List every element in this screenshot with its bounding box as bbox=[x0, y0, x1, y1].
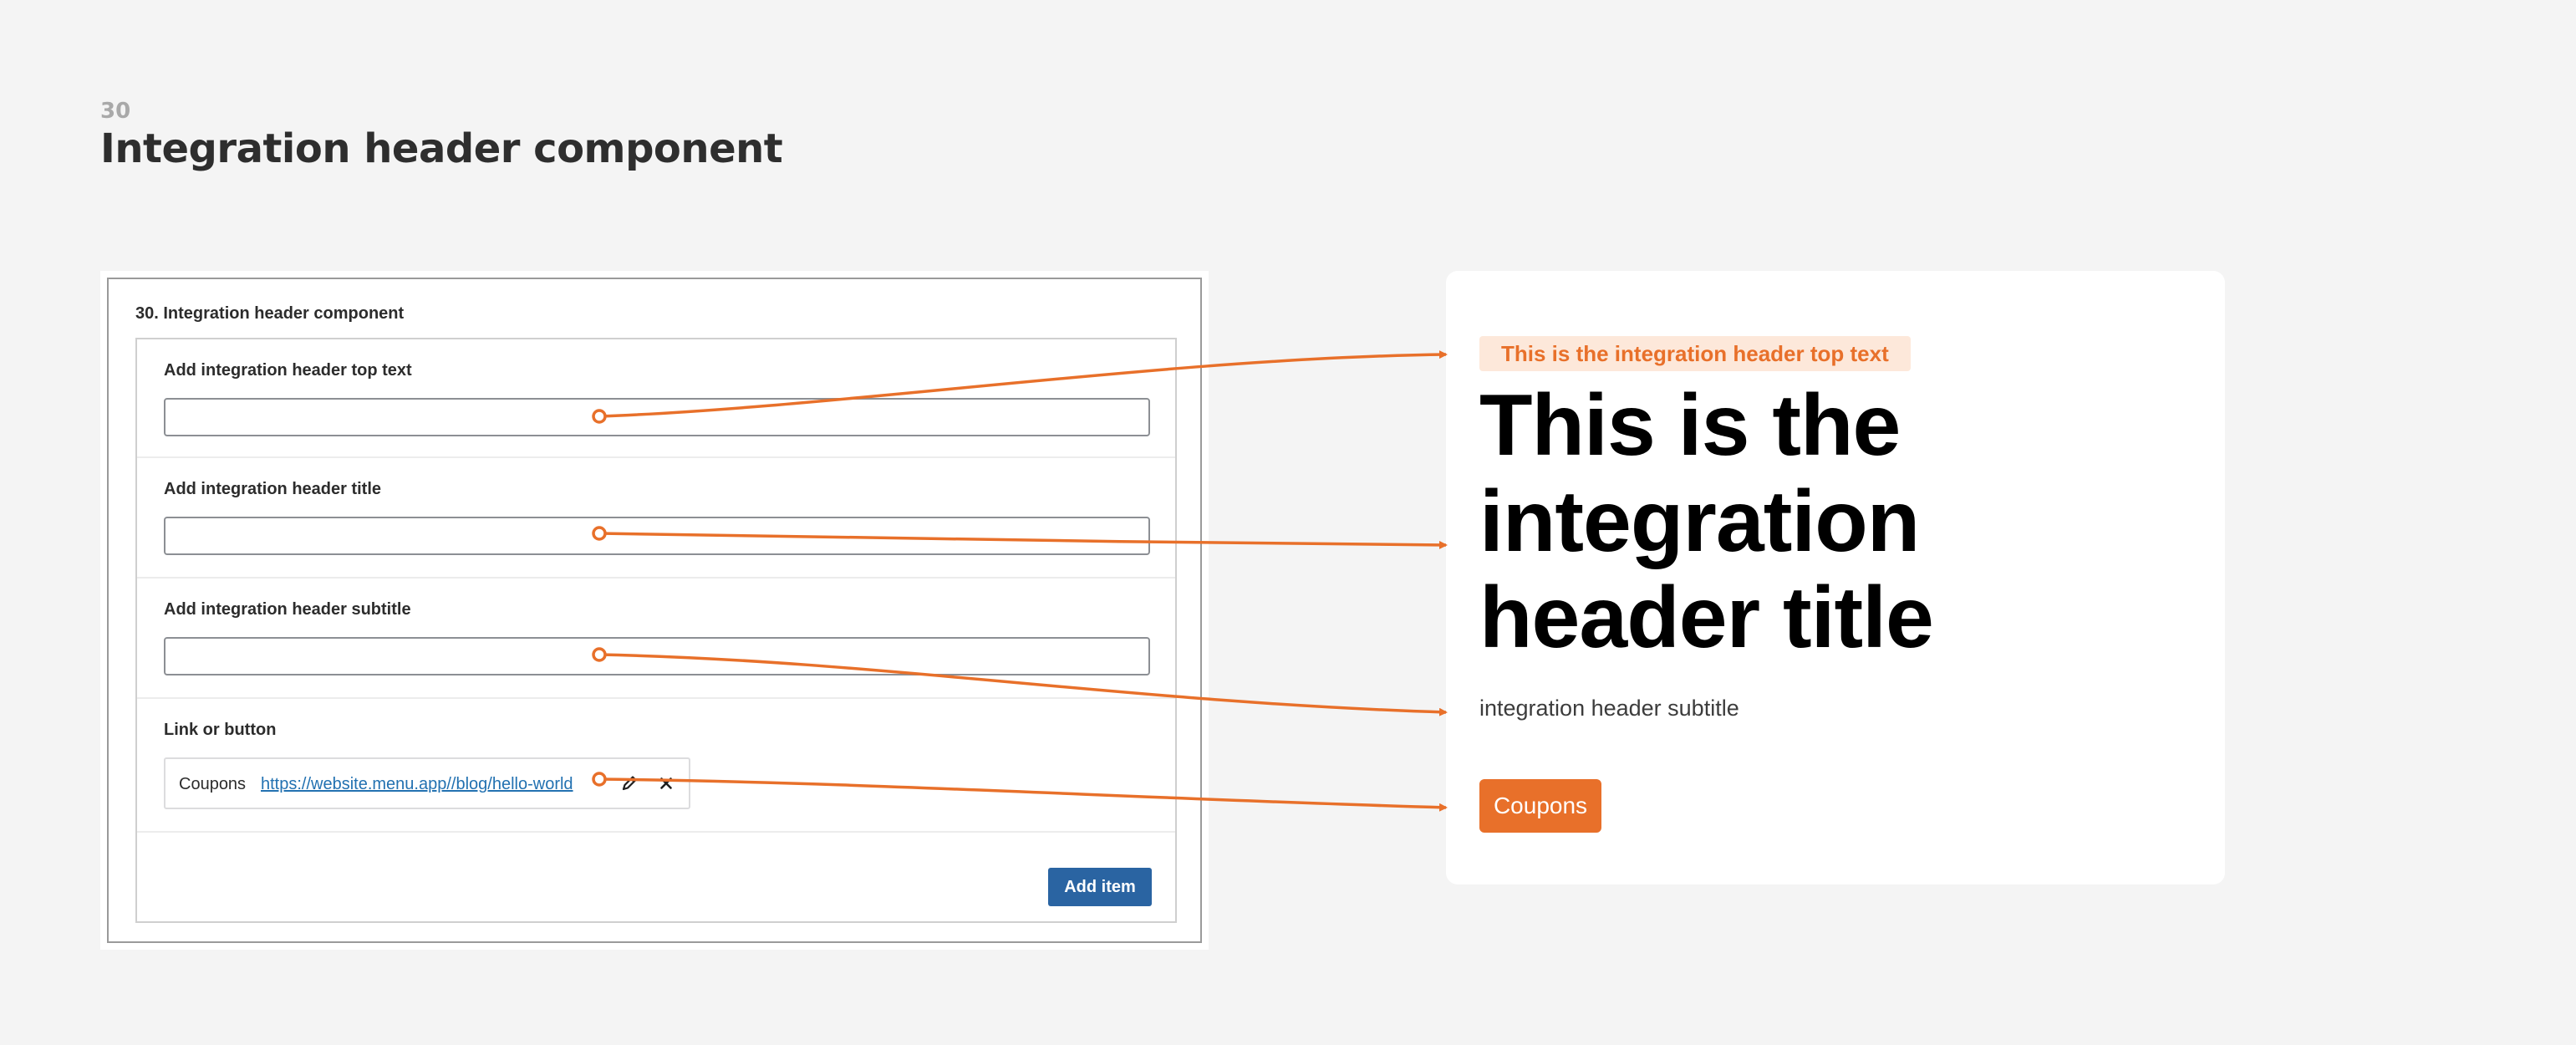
add-item-button[interactable]: Add item bbox=[1048, 868, 1152, 906]
link-control: Coupons https://website.menu.app//blog/h… bbox=[164, 757, 690, 809]
slide-number: 30 bbox=[100, 99, 131, 124]
field-row-top-text: Add integration header top text bbox=[137, 339, 1175, 458]
field-row-link: Link or button Coupons https://website.m… bbox=[137, 699, 1175, 833]
field-label-subtitle: Add integration header subtitle bbox=[164, 600, 411, 619]
admin-heading: 30. Integration header component bbox=[135, 304, 405, 323]
field-label-title: Add integration header title bbox=[164, 480, 382, 498]
preview-card: This is the integration header top text … bbox=[1446, 271, 2225, 884]
preview-subtitle: integration header subtitle bbox=[1479, 696, 1739, 721]
field-label-link: Link or button bbox=[164, 721, 277, 739]
title-input[interactable] bbox=[164, 517, 1150, 555]
admin-panel: 30. Integration header component Add int… bbox=[100, 271, 1209, 950]
field-label-top-text: Add integration header top text bbox=[164, 361, 412, 380]
link-url[interactable]: https://website.menu.app//blog/hello-wor… bbox=[261, 775, 573, 793]
pencil-icon[interactable] bbox=[617, 771, 642, 796]
link-name: Coupons bbox=[179, 775, 247, 793]
subtitle-input[interactable] bbox=[164, 637, 1150, 675]
slide-title: Integration header component bbox=[100, 125, 783, 172]
field-row-subtitle: Add integration header subtitle bbox=[137, 579, 1175, 699]
top-text-input[interactable] bbox=[164, 398, 1150, 436]
preview-coupons-button[interactable]: Coupons bbox=[1479, 779, 1601, 833]
admin-frame: 30. Integration header component Add int… bbox=[107, 278, 1202, 943]
fields-container: Add integration header top text Add inte… bbox=[135, 338, 1177, 923]
preview-top-text: This is the integration header top text bbox=[1479, 336, 1911, 371]
close-icon[interactable] bbox=[654, 771, 679, 796]
preview-title: This is the integration header title bbox=[1479, 377, 1934, 666]
field-row-title: Add integration header title bbox=[137, 458, 1175, 579]
